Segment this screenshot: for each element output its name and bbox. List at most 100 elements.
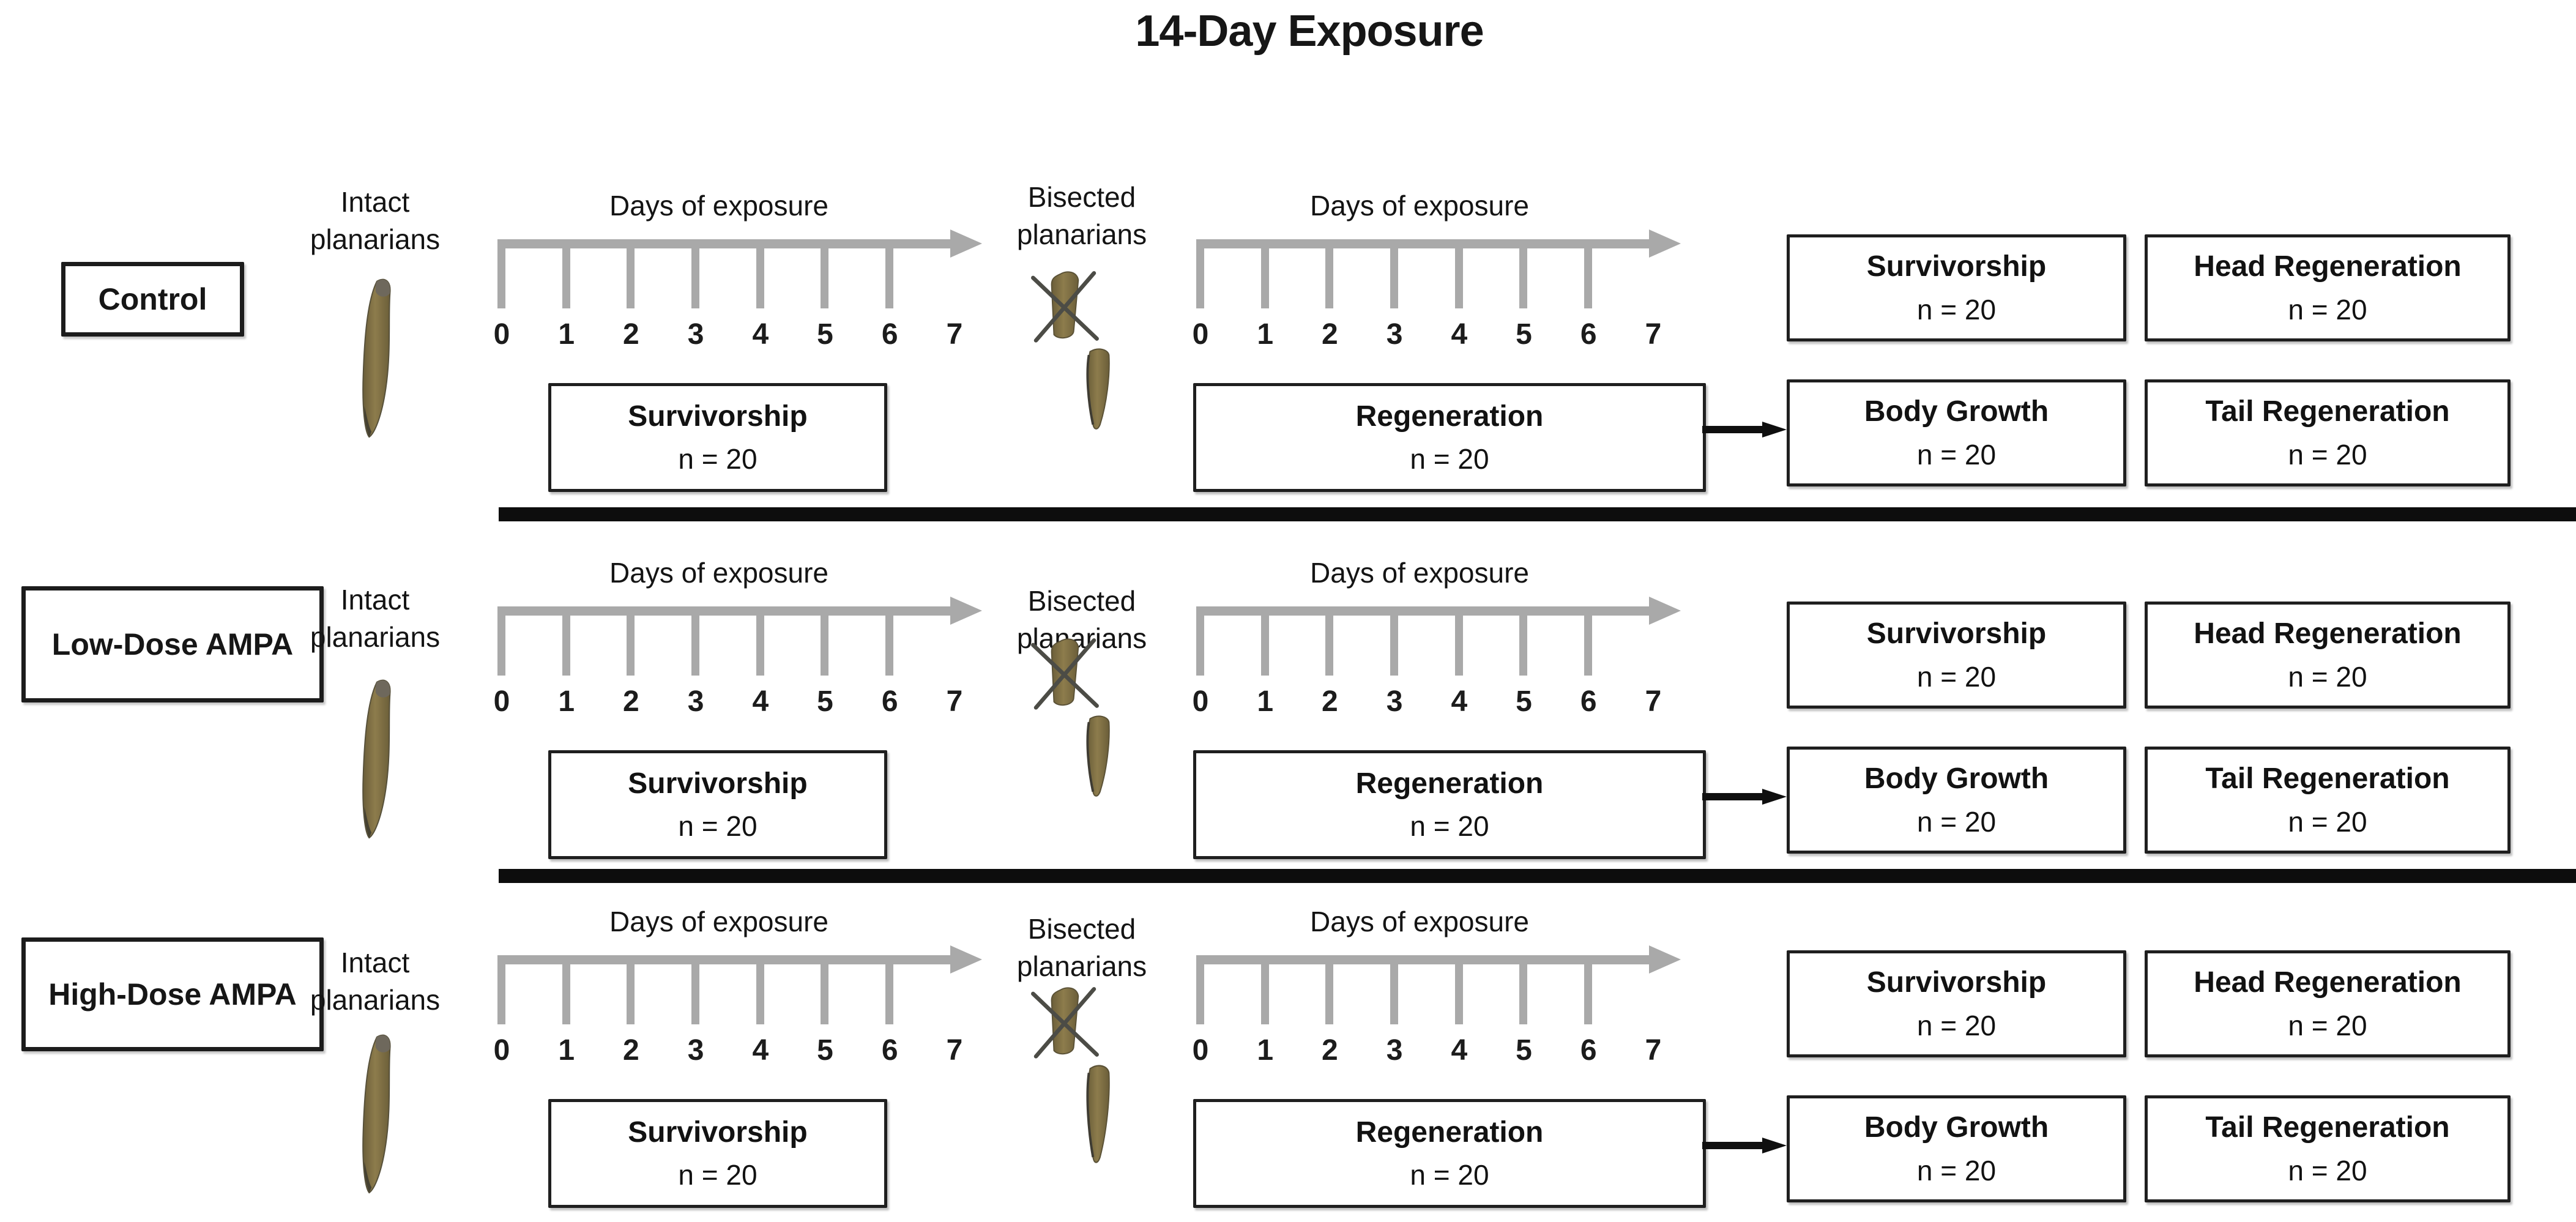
timeline-ticks: [1196, 247, 1592, 308]
regeneration-box: Regeneration n = 20: [1193, 750, 1706, 859]
box-title: Regeneration: [1355, 400, 1544, 433]
timeline-tick-label: 1: [558, 685, 575, 718]
outcome-survivorship-box: Survivorship n = 20: [1787, 950, 2126, 1057]
timeline-tick-label: 3: [1386, 1034, 1403, 1067]
box-title: Regeneration: [1355, 767, 1544, 800]
timeline-shaft: [497, 606, 951, 616]
survivorship-exposure-box: Survivorship n = 20: [548, 750, 887, 859]
timeline-tick-label: 4: [1451, 685, 1468, 718]
outcome-head-regeneration-box: Head Regeneration n = 20: [2145, 234, 2511, 341]
timeline-tick-label: 2: [623, 1034, 639, 1067]
timeline-tick: [885, 614, 893, 676]
timeline-tick-label: 5: [1516, 1034, 1532, 1067]
timeline-tick-label: 4: [752, 1034, 769, 1067]
timeline-shaft: [1196, 239, 1650, 248]
timeline-tick: [1196, 614, 1204, 676]
box-sample-size: n = 20: [1916, 805, 1997, 838]
timeline-tick-label: 6: [881, 318, 898, 351]
intact-planarians-label: Intact planarians: [310, 947, 441, 1016]
row-separator: [499, 869, 2576, 883]
box-sample-size: n = 20: [1916, 660, 1997, 693]
box-title: Survivorship: [628, 400, 808, 433]
timeline-tick: [1519, 963, 1528, 1024]
timeline-tick-label: 6: [1580, 1034, 1597, 1067]
timeline-tick-label: 4: [1451, 1034, 1468, 1067]
outcome-body-growth-box: Body Growth n = 20: [1787, 747, 2126, 854]
timeline-arrowhead-icon: [950, 945, 982, 974]
timeline-tick-label: 6: [881, 685, 898, 718]
timeline-ticks: [1196, 614, 1592, 676]
timeline-shaft: [1196, 955, 1650, 964]
timeline-tick-label: 0: [1192, 685, 1209, 718]
timeline-tick-label: 4: [752, 685, 769, 718]
timeline-tick: [1519, 614, 1528, 676]
timeline-tick: [1325, 247, 1334, 308]
days-of-exposure-label: Days of exposure: [1310, 557, 1529, 589]
timeline-tick-label: 1: [1257, 318, 1274, 351]
timeline-tick-label: 2: [1322, 685, 1338, 718]
timeline-tick: [691, 614, 699, 676]
timeline-tick-label: 6: [1580, 685, 1597, 718]
timeline-tick-label: 5: [1516, 685, 1532, 718]
timeline-tick-label: 3: [687, 318, 704, 351]
intact-planarians-label: Intact planarians: [310, 584, 441, 653]
timeline-tick-label: 2: [623, 318, 639, 351]
group-label-control: Control: [61, 262, 244, 337]
days-of-exposure-label: Days of exposure: [609, 190, 828, 222]
outcome-head-regeneration-box: Head Regeneration n = 20: [2145, 602, 2511, 709]
group-label-high-dose-ampa: High-Dose AMPA: [21, 937, 324, 1051]
timeline-tick-label: 7: [1645, 1034, 1662, 1067]
timeline-tick: [1260, 963, 1269, 1024]
timeline-tick: [1584, 247, 1592, 308]
box-sample-size: n = 20: [1916, 438, 1997, 471]
timeline-arrowhead-icon: [950, 597, 982, 625]
bisected-planarians-label: Bisected planarians: [1016, 181, 1147, 250]
outcome-tail-regeneration-box: Tail Regeneration n = 20: [2145, 747, 2511, 854]
bisected-head-crossed-image: [1027, 633, 1103, 712]
outcome-tail-regeneration-box: Tail Regeneration n = 20: [2145, 1095, 2511, 1202]
days-of-exposure-label: Days of exposure: [609, 557, 828, 589]
row-separator: [499, 507, 2576, 521]
timeline-tick-label: 3: [687, 685, 704, 718]
timeline-tick: [1196, 247, 1204, 308]
box-sample-size: n = 20: [2288, 805, 2367, 838]
timeline-tick-label: 4: [752, 318, 769, 351]
bisected-tail-image: [1081, 1062, 1116, 1167]
timeline-tick: [1325, 614, 1334, 676]
timeline-tick-label: 3: [1386, 318, 1403, 351]
timeline-tick: [756, 614, 764, 676]
timeline-tick-label: 3: [687, 1034, 704, 1067]
timeline-arrowhead-icon: [950, 229, 982, 258]
box-sample-size: n = 20: [1410, 810, 1489, 843]
days-of-exposure-label: Days of exposure: [1310, 906, 1529, 937]
timeline-tick: [1454, 247, 1463, 308]
timeline-tick: [1196, 963, 1204, 1024]
timeline-tick: [627, 614, 635, 676]
flow-arrow-icon: [1702, 1138, 1788, 1153]
days-of-exposure-label: Days of exposure: [609, 906, 828, 937]
page-title: 14-Day Exposure: [1135, 7, 1484, 56]
timeline-tick-label: 0: [1192, 1034, 1209, 1067]
timeline-tick-label: 7: [946, 318, 963, 351]
bisected-tail-image: [1086, 715, 1111, 797]
box-sample-size: n = 20: [2288, 293, 2367, 326]
box-sample-size: n = 20: [1410, 443, 1489, 475]
intact-planarians-label: Intact planarians: [310, 186, 441, 255]
timeline-tick: [562, 247, 570, 308]
timeline-tick: [756, 247, 764, 308]
timeline-tick-label: 5: [817, 318, 833, 351]
timeline-tick-label: 5: [1516, 318, 1532, 351]
outcome-body-growth-box: Body Growth n = 20: [1787, 379, 2126, 486]
survivorship-exposure-box: Survivorship n = 20: [548, 1099, 887, 1208]
box-title: Survivorship: [1866, 250, 2047, 283]
timeline-tick: [1454, 614, 1463, 676]
timeline-tick: [627, 247, 635, 308]
box-sample-size: n = 20: [678, 810, 758, 843]
outcome-tail-regeneration-box: Tail Regeneration n = 20: [2145, 379, 2511, 486]
timeline-tick-label: 5: [817, 685, 833, 718]
box-sample-size: n = 20: [1410, 1159, 1489, 1191]
